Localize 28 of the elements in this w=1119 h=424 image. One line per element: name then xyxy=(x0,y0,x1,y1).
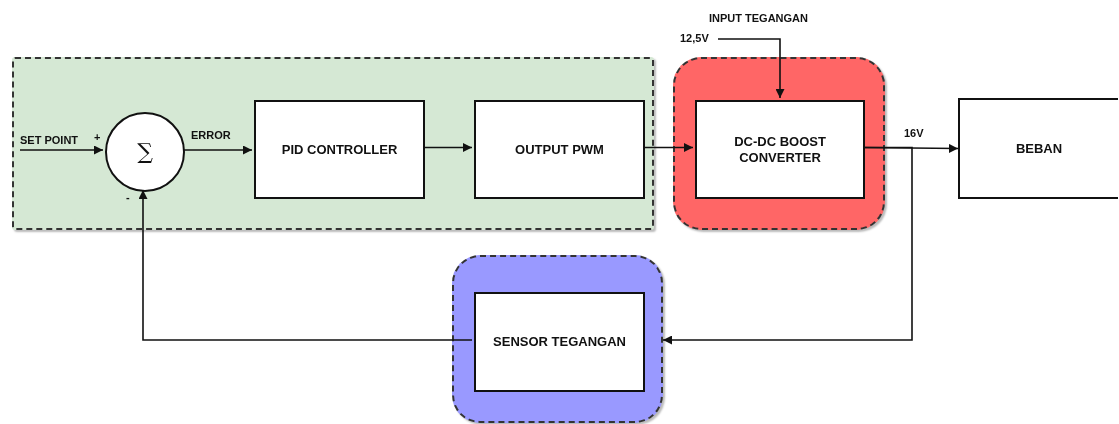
box-label: SENSOR TEGANGAN xyxy=(493,334,626,350)
highlight-band xyxy=(452,255,663,423)
arrow xyxy=(642,143,694,152)
box-label: PID CONTROLLER xyxy=(281,141,398,158)
process-box xyxy=(474,100,645,199)
process-box xyxy=(695,100,865,199)
box-label: 12,5V xyxy=(680,32,709,46)
arrow xyxy=(182,145,253,155)
box-label: DC-DC BOOST CONVERTER xyxy=(733,133,827,166)
sign-label: - xyxy=(125,191,131,204)
arrow xyxy=(717,38,785,99)
box-label: BEBAN xyxy=(1015,140,1063,157)
highlight-band xyxy=(673,57,885,230)
box-label: SET POINT xyxy=(20,134,79,148)
edge-label: ERROR xyxy=(190,129,232,142)
arrow xyxy=(138,189,473,341)
box-label: ∑ xyxy=(137,138,153,166)
arrow xyxy=(422,143,473,152)
edge-label: 16V xyxy=(903,127,925,140)
sign-label: + xyxy=(93,131,102,144)
process-box xyxy=(254,100,425,199)
arrow xyxy=(19,145,104,155)
process-box xyxy=(474,292,645,392)
process-box xyxy=(958,98,1118,199)
annotation-label: INPUT TEGANGAN xyxy=(708,12,809,25)
group-region xyxy=(12,57,654,230)
arrow xyxy=(662,146,913,345)
box-label: OUTPUT PWM xyxy=(515,141,604,158)
